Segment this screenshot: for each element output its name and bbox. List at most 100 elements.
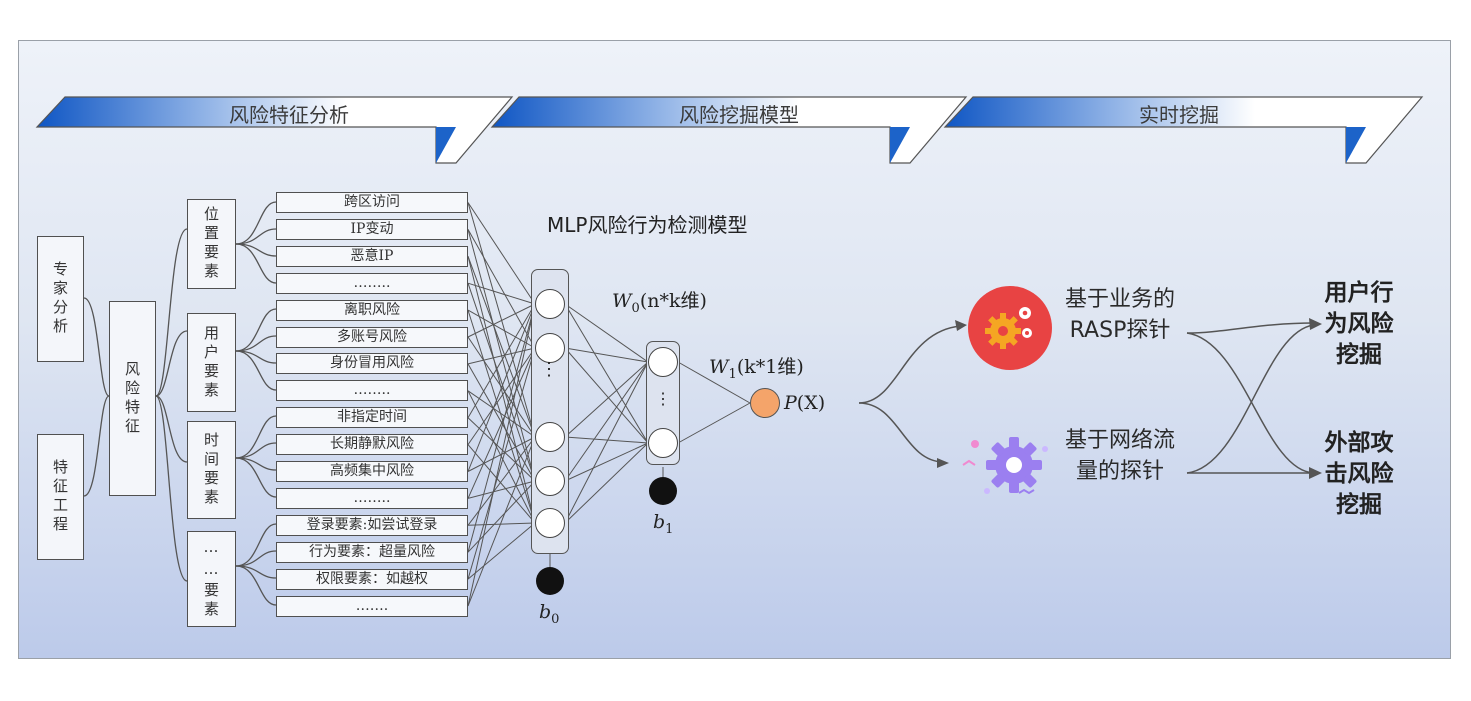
nn-edge (467, 256, 536, 524)
hidden-node (648, 347, 678, 377)
b0-symbol: b (539, 601, 552, 623)
feature-box: 身份冒用风险 (276, 353, 468, 375)
nn-connections (467, 202, 751, 607)
group-label: 用户要素 (202, 324, 220, 401)
feature-box: 非指定时间 (276, 407, 468, 429)
expert-analysis-box: 专家分析 (37, 236, 84, 362)
banner-label-mining-model: 风险挖掘模型 (679, 103, 799, 127)
feature-engineering-label: 特征工程 (51, 459, 69, 535)
nn-edge (467, 347, 536, 499)
input-node (535, 333, 565, 363)
hidden-ellipsis: ⋮ (655, 389, 671, 408)
tree-connectors (83, 201, 277, 606)
feature-box: 离职风险 (276, 299, 468, 321)
output-attack-risk-mining: 外部攻击风险挖掘 (1324, 429, 1394, 518)
nn-edge (467, 282, 536, 305)
feature-box: 高频集中风险 (276, 461, 468, 482)
feature-box: 跨区访问 (276, 192, 468, 213)
hidden-node (648, 428, 678, 458)
nn-edge (467, 347, 536, 365)
w0-label: W0(n*k维) (612, 286, 707, 316)
feature-box: …….. (276, 272, 468, 294)
p-argument: (X) (796, 392, 826, 414)
feature-box: 恶意IP (276, 245, 468, 267)
b1-label: b1 (653, 511, 673, 537)
risk-feature-box: 风险特征 (109, 301, 156, 496)
feature-box: 权限要素：如越权 (276, 568, 468, 590)
nn-edge (564, 442, 649, 482)
b1-symbol: b (653, 511, 666, 533)
feature-box: 登录要素:如尝试登录 (276, 514, 468, 536)
traffic-probe-label: 基于网络流量的探针 (1065, 428, 1176, 484)
b0-label: b0 (539, 601, 559, 627)
group-label: 位置要素 (202, 206, 220, 282)
group-box-user: 用户要素 (187, 313, 236, 412)
nn-edge (564, 361, 649, 438)
w1-subscript: 1 (728, 366, 737, 382)
arrow-heads (937, 318, 1322, 479)
feature-box: 长期静默风险 (276, 434, 468, 456)
nn-edge (467, 229, 536, 349)
realtime-arrows (858, 322, 1315, 474)
nn-edge (467, 522, 536, 580)
w0-symbol: W (612, 290, 632, 312)
feature-box: 行为要素：超量风险 (276, 541, 468, 563)
nn-edge (467, 229, 536, 482)
nn-edge (467, 522, 536, 526)
banner-2 (490, 96, 968, 164)
nn-edge (564, 442, 649, 524)
input-node (535, 508, 565, 538)
group-label: ……要素 (202, 538, 220, 620)
nn-edge (467, 202, 536, 438)
input-node (535, 422, 565, 452)
nn-edge (467, 309, 536, 524)
nn-edge (564, 303, 649, 444)
group-box-time: 时间要素 (187, 421, 236, 519)
nn-edge (467, 347, 536, 580)
nn-edge (467, 202, 536, 305)
group-label: 时间要素 (202, 432, 220, 508)
feature-box: …….. (276, 380, 468, 402)
risk-feature-label: 风险特征 (123, 360, 141, 437)
nn-edge (564, 303, 649, 363)
nn-edge (564, 436, 649, 444)
nn-edge (467, 303, 536, 472)
feature-box: IP变动 (276, 218, 468, 240)
output-user-risk-mining: 用户行为风险挖掘 (1324, 279, 1394, 368)
gears-icon (968, 286, 1052, 370)
rasp-probe-label: 基于业务的RASP探针 (1065, 287, 1176, 343)
w1-label: W1(k*1维) (709, 352, 804, 382)
diagram-slide: 风险特征分析 风险挖掘模型 实时挖掘 专家分析 特征工程 风险特征 位置要素 用… (18, 40, 1451, 659)
nn-edge (467, 347, 536, 445)
input-node (535, 289, 565, 319)
feature-box: ……. (276, 595, 468, 617)
nn-edge (467, 303, 536, 553)
w1-dimension: (k*1维) (736, 356, 804, 378)
banner-label-realtime-mining: 实时挖掘 (1139, 103, 1219, 127)
banner-arrows (35, 96, 1424, 607)
p-symbol: P (784, 392, 797, 414)
output-node (750, 388, 780, 418)
w1-symbol: W (709, 356, 729, 378)
group-box-location: 位置要素 (187, 199, 236, 289)
nn-edge (677, 402, 751, 444)
feature-box: …….. (276, 487, 468, 509)
bias-node-b1 (649, 477, 677, 505)
nn-edge (564, 347, 649, 444)
nn-edge (467, 303, 536, 607)
banner-label-feature-analysis: 风险特征分析 (229, 103, 349, 127)
input-node (535, 466, 565, 496)
b0-subscript: 0 (551, 611, 560, 627)
w0-subscript: 0 (631, 300, 640, 316)
nn-edge (677, 361, 751, 404)
bias-node-b0 (536, 567, 564, 595)
nn-edge (467, 436, 536, 607)
nn-edge (564, 347, 649, 363)
mlp-model-title: MLP风险行为检测模型 (547, 213, 748, 237)
nn-edge (564, 361, 649, 524)
nn-edge (467, 480, 536, 499)
nn-edge (467, 309, 536, 349)
expert-analysis-label: 专家分析 (51, 261, 69, 337)
input-ellipsis: ⋮ (540, 359, 558, 380)
nn-edge (467, 444, 536, 524)
